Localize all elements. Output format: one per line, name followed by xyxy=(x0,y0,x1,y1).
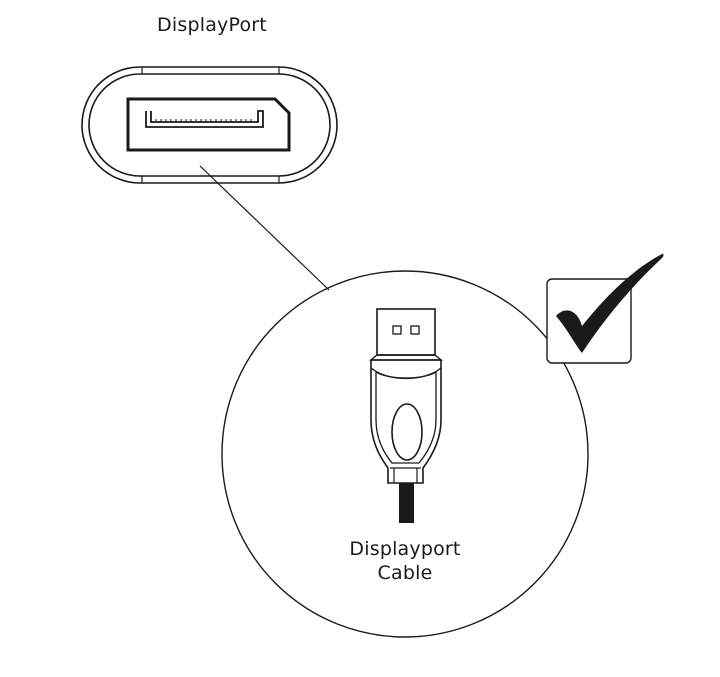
cable-caption-line2: Cable xyxy=(377,562,433,584)
cable-cord xyxy=(399,483,414,523)
checkmark-icon xyxy=(556,253,664,353)
displayport-socket xyxy=(81,66,338,184)
plug-tip-hole-left xyxy=(392,325,402,335)
socket-outer-frame xyxy=(81,66,338,184)
port-pins xyxy=(155,119,252,122)
cable-caption-line1: Displayport xyxy=(349,538,461,560)
plug-body-inner xyxy=(375,370,437,464)
plug-tip-hole-right xyxy=(410,325,420,335)
socket-inner-frame xyxy=(88,73,331,177)
plug-neck xyxy=(390,467,421,483)
leader-line xyxy=(199,165,330,291)
plug-grip xyxy=(391,403,423,461)
plug-body xyxy=(370,359,442,484)
checkmark-badge xyxy=(546,253,664,364)
cable-caption: Displayport Cable xyxy=(305,537,505,585)
plug-tip xyxy=(376,308,436,356)
port-opening xyxy=(126,97,291,152)
port-pin-strip xyxy=(145,110,264,128)
port-title: DisplayPort xyxy=(157,14,267,36)
detail-circle xyxy=(221,270,589,638)
displayport-cable-plug xyxy=(369,308,443,484)
